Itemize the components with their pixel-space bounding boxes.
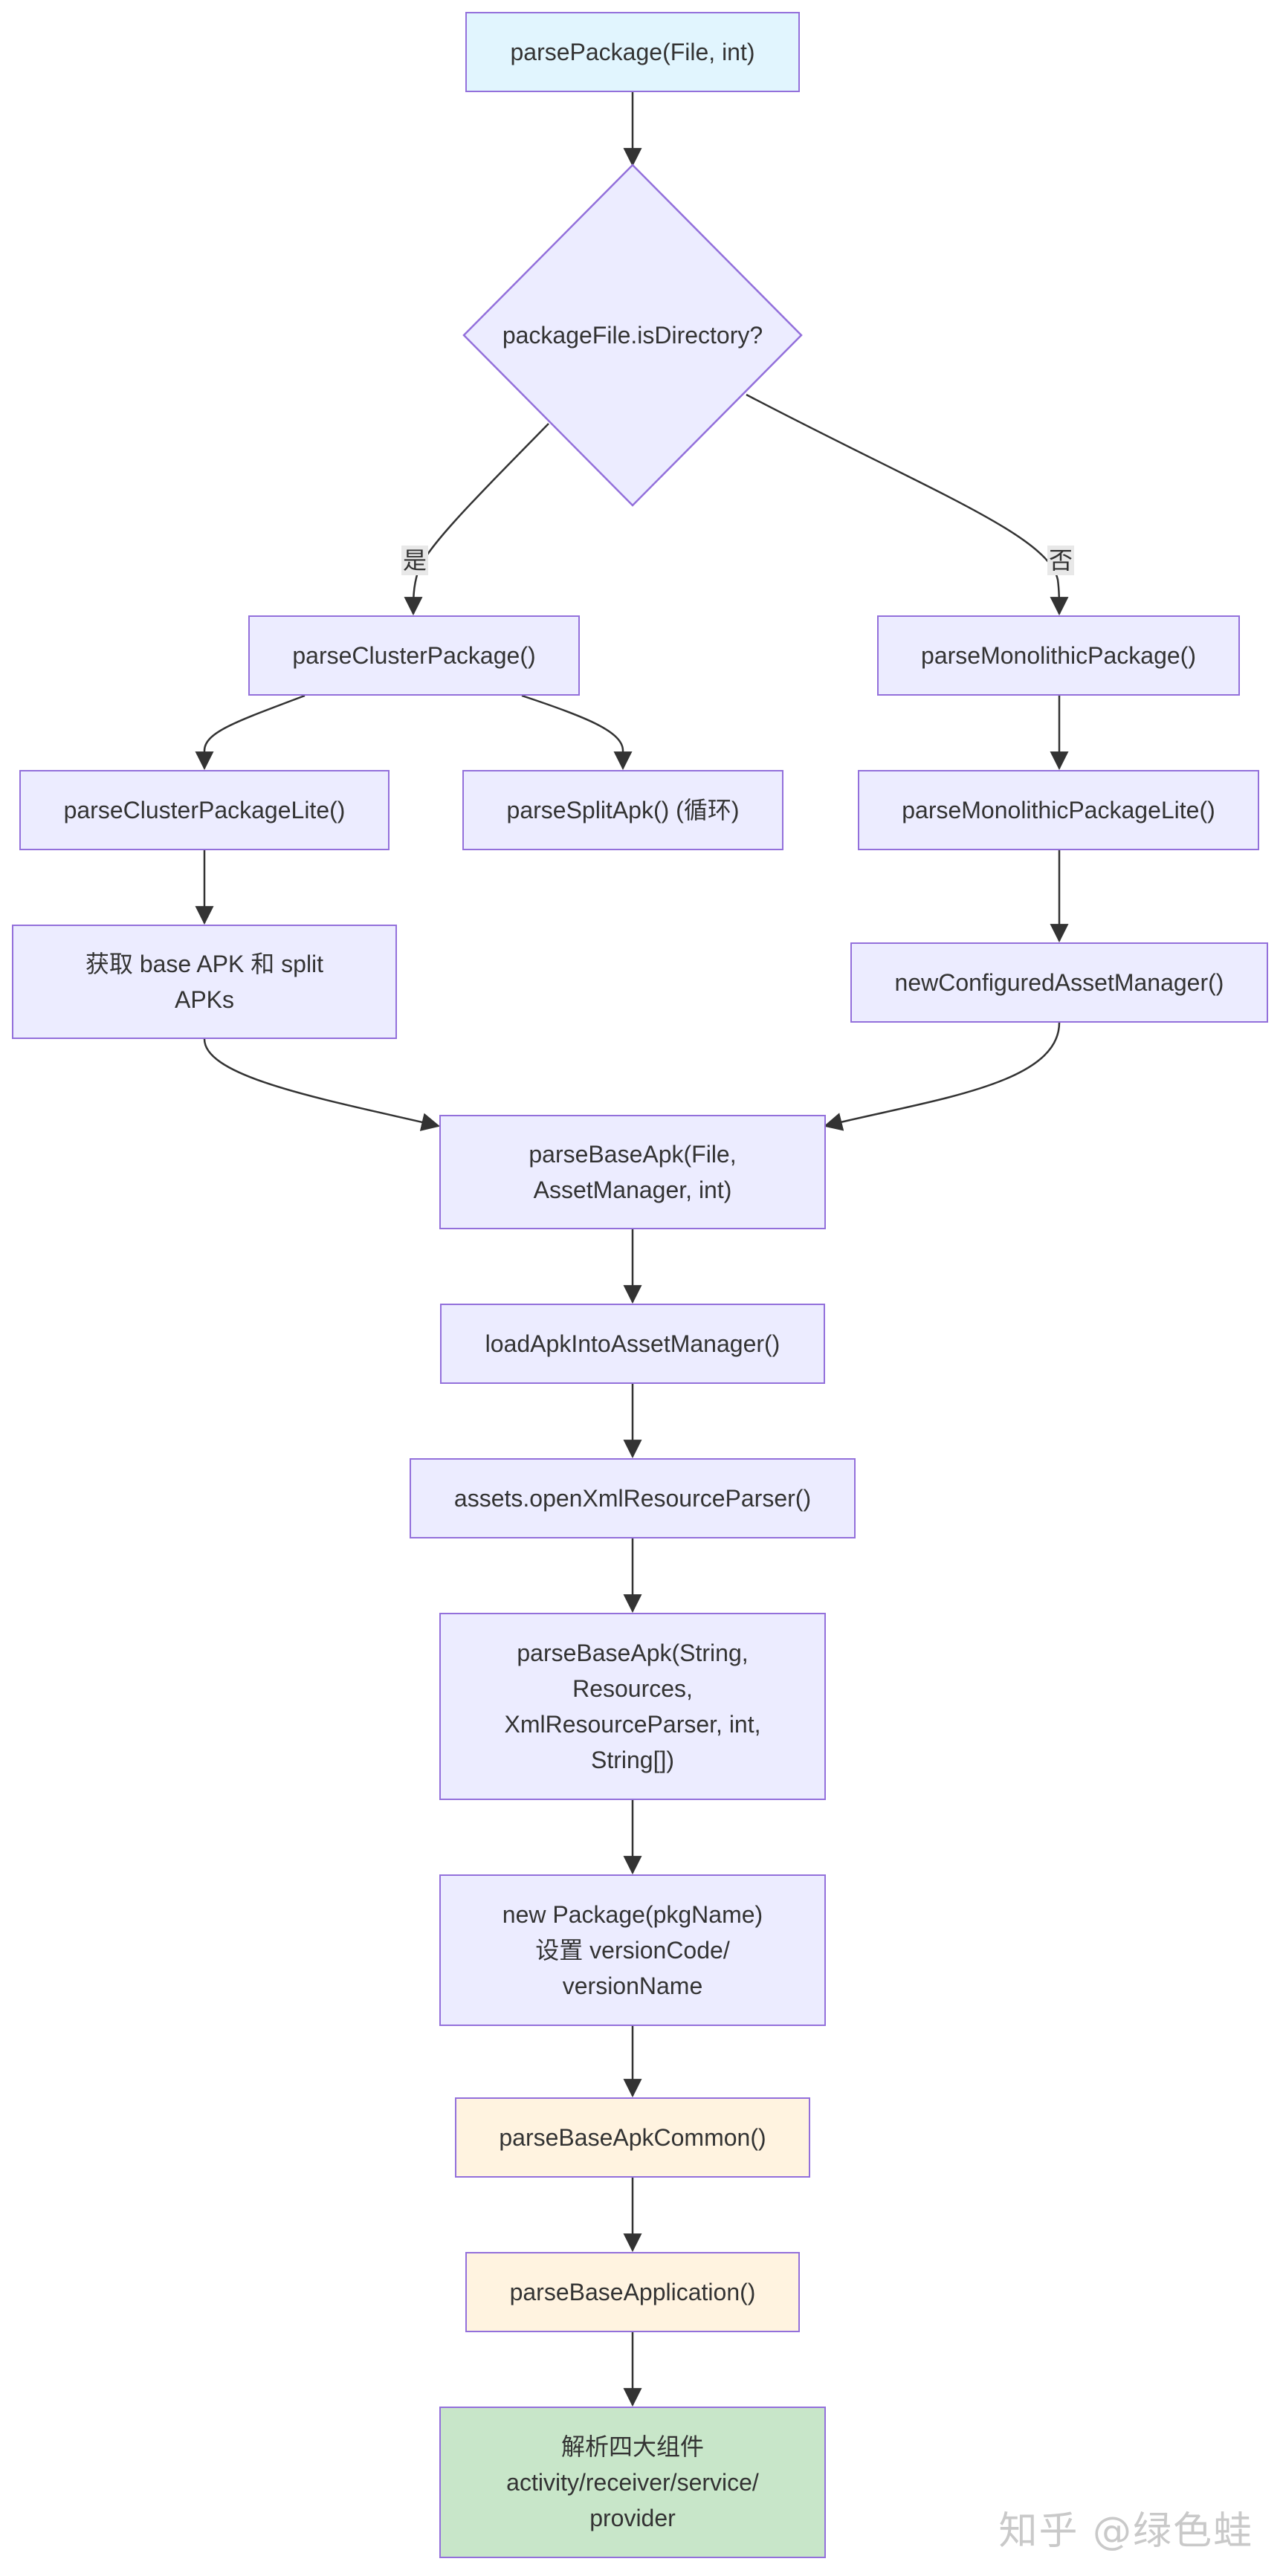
node-new-configured-asset-manager: newConfiguredAssetManager() xyxy=(850,942,1268,1023)
node-parse-base-apk-string-line4: String[]) xyxy=(590,1747,675,1773)
node-new-package-line3: versionName xyxy=(562,1973,703,1999)
decision-text: packageFile.isDirectory? xyxy=(502,322,763,349)
node-parse-cluster-package-label: parseClusterPackage() xyxy=(292,642,536,669)
node-components-line1: 解析四大组件 xyxy=(560,2433,704,2460)
node-parse-monolithic-package-lite: parseMonolithicPackageLite() xyxy=(858,770,1259,850)
node-components-line3: provider xyxy=(589,2505,676,2531)
edge-cluster-to-cluster-lite xyxy=(195,694,306,771)
edge-label-no: 否 xyxy=(1047,546,1075,575)
node-parse-base-application: parseBaseApplication() xyxy=(465,2252,800,2332)
edge-asset-manager-to-parse-base-apk xyxy=(823,1022,1061,1131)
node-parse-base-apk-file-line2: AssetManager, int) xyxy=(533,1177,732,1203)
node-parse-base-apk-string: parseBaseApk(String, Resources, XmlResou… xyxy=(439,1613,826,1800)
node-new-package-line1: new Package(pkgName) xyxy=(502,1901,763,1928)
watermark: 知乎 @绿色蛙 xyxy=(998,2509,1253,2554)
node-parse-base-apk-string-line1: parseBaseApk(String, xyxy=(517,1640,749,1666)
node-parse-base-application-label: parseBaseApplication() xyxy=(509,2279,756,2305)
node-parse-base-apk-file: parseBaseApk(File, AssetManager, int) xyxy=(439,1115,826,1229)
node-parse-monolithic-package: parseMonolithicPackage() xyxy=(877,615,1240,696)
node-new-package-line2: 设置 versionCode/ xyxy=(535,1937,730,1964)
node-parse-cluster-package-lite: parseClusterPackageLite() xyxy=(19,770,390,850)
node-parse-cluster-package-lite-label: parseClusterPackageLite() xyxy=(63,797,346,823)
node-new-package: new Package(pkgName) 设置 versionCode/ ver… xyxy=(439,1874,826,2026)
node-parse-monolithic-package-label: parseMonolithicPackage() xyxy=(921,642,1196,669)
node-open-xml-resource-parser-label: assets.openXmlResourceParser() xyxy=(453,1485,812,1512)
node-parse-base-apk-string-line2: Resources, xyxy=(572,1675,693,1702)
node-parse-split-apk: parseSplitApk() (循环) xyxy=(462,770,783,850)
edge-decision-to-cluster xyxy=(404,423,549,616)
edge-cluster-to-split-apk xyxy=(521,694,633,771)
edge-label-no-text: 否 xyxy=(1049,547,1073,574)
node-parse-cluster-package: parseClusterPackage() xyxy=(248,615,580,696)
edge-label-yes: 是 xyxy=(401,546,429,575)
node-get-base-line2: APKs xyxy=(174,986,235,1013)
edge-decision-to-monolithic xyxy=(746,393,1069,616)
node-parse-base-apk-file-line1: parseBaseApk(File, xyxy=(529,1141,737,1168)
node-parse-package: parsePackage(File, int) xyxy=(465,12,800,92)
node-parse-package-label: parsePackage(File, int) xyxy=(510,39,755,65)
decision-diamond xyxy=(462,164,803,507)
node-load-apk-into-asset-manager-label: loadApkIntoAssetManager() xyxy=(485,1330,781,1357)
node-new-configured-asset-manager-label: newConfiguredAssetManager() xyxy=(894,969,1224,996)
node-parse-monolithic-package-lite-label: parseMonolithicPackageLite() xyxy=(902,797,1215,823)
node-components-line2: activity/receiver/service/ xyxy=(506,2469,759,2496)
node-get-base-and-split-apks: 获取 base APK 和 split APKs xyxy=(12,925,397,1039)
node-load-apk-into-asset-manager: loadApkIntoAssetManager() xyxy=(440,1304,825,1384)
decision-label: packageFile.isDirectory? xyxy=(484,320,781,350)
node-parse-base-apk-string-line3: XmlResourceParser, int, xyxy=(504,1711,761,1738)
node-open-xml-resource-parser: assets.openXmlResourceParser() xyxy=(410,1458,856,1538)
edge-label-yes-text: 是 xyxy=(403,547,427,574)
node-parse-components: 解析四大组件 activity/receiver/service/ provid… xyxy=(439,2407,826,2558)
node-parse-base-apk-common: parseBaseApkCommon() xyxy=(455,2097,810,2178)
node-parse-base-apk-common-label: parseBaseApkCommon() xyxy=(499,2124,766,2151)
node-get-base-line1: 获取 base APK 和 split xyxy=(85,951,324,977)
node-parse-split-apk-label: parseSplitApk() (循环) xyxy=(506,797,740,823)
edge-get-base-to-parse-base-apk xyxy=(203,1038,441,1131)
